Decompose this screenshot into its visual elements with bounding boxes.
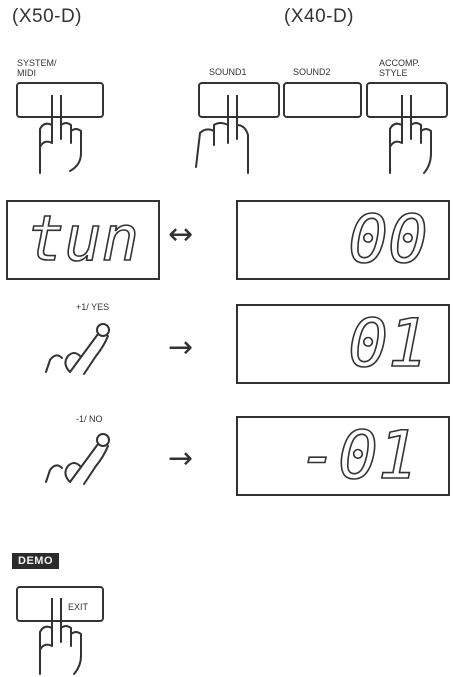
lcd-text-m01: -01 (298, 418, 417, 494)
sound2-label: SOUND2 (293, 67, 331, 77)
pressing-hand-icon (380, 95, 450, 175)
plus-one-yes-label: +1/ YES (76, 302, 109, 312)
accomp-style-label: ACCOMP. STYLE (379, 58, 420, 78)
demo-badge: DEMO (12, 553, 59, 569)
pressing-hand-icon (30, 95, 100, 175)
lcd-text-01: 01 (348, 306, 427, 382)
lcd-text-00: 00 (348, 202, 427, 278)
sound1-label: SOUND1 (209, 67, 247, 77)
pressing-hand-icon (30, 598, 100, 677)
plus-one-yes-button[interactable] (40, 312, 140, 382)
bidirectional-arrow-icon: ↔ (168, 220, 193, 250)
minus-one-no-button[interactable] (40, 422, 140, 492)
header-x40: (X40-D) (284, 6, 354, 28)
sound2-button[interactable] (283, 82, 362, 118)
lcd-text-tun: tun (27, 202, 139, 275)
lcd-display-tun: tun (6, 200, 160, 280)
pressing-hand-icon (190, 95, 260, 175)
lcd-display-00: 00 (236, 200, 450, 280)
header-x50: (X50-D) (12, 6, 82, 28)
system-midi-label: SYSTEM/ MIDI (17, 58, 57, 78)
lcd-display-m01: -01 (236, 416, 450, 496)
lcd-display-01: 01 (236, 304, 450, 384)
right-arrow-icon: → (168, 444, 193, 474)
right-arrow-icon: → (168, 333, 193, 363)
